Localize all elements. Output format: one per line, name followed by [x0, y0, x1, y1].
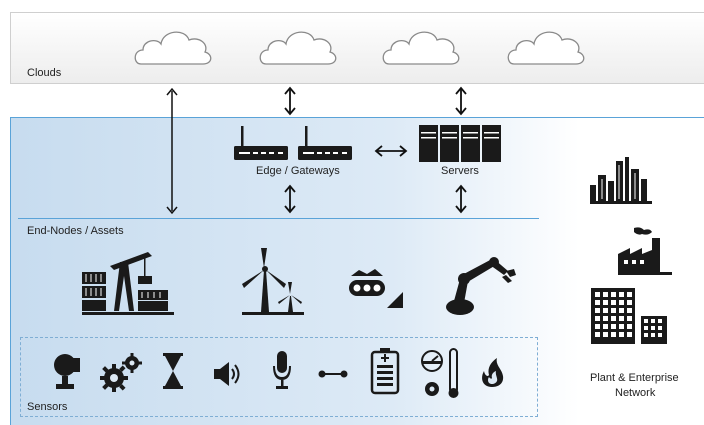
plant-enterprise-label: Plant & Enterprise	[590, 372, 679, 384]
factory-icon	[618, 227, 672, 275]
arrow-gateway-cloud	[284, 86, 296, 116]
gears-icon	[100, 353, 142, 392]
cloud-icon	[134, 31, 212, 65]
container-crane-icon	[82, 252, 174, 315]
arrow-gateway-assets	[284, 184, 296, 214]
conveyor-icon	[349, 269, 403, 308]
office-building-icon	[591, 288, 667, 344]
cloud-icon	[259, 31, 337, 65]
plant-network-label: Network	[615, 387, 656, 399]
arrow-gateway-server	[374, 145, 408, 157]
server-rack-icon	[419, 125, 501, 162]
gauge-thermometer-icon	[421, 348, 459, 398]
cloud-icon	[507, 31, 585, 65]
cloud-icon	[382, 31, 460, 65]
arrow-server-cloud	[455, 86, 467, 116]
battery-icon	[370, 348, 400, 395]
router-icon	[298, 126, 352, 160]
servers-label: Servers	[441, 165, 479, 177]
router-icon	[234, 126, 288, 160]
end-nodes-label: End-Nodes / Assets	[27, 225, 124, 237]
arrow-assets-cloud	[166, 87, 178, 215]
clouds-label: Clouds	[27, 67, 62, 79]
city-skyline-icon	[590, 157, 652, 204]
sensor-group-box	[20, 337, 538, 417]
arrow-server-assets	[455, 184, 467, 214]
divider-line	[18, 218, 539, 219]
microphone-icon	[273, 351, 291, 389]
speaker-icon	[214, 362, 240, 386]
flame-icon	[482, 358, 504, 387]
wind-turbine-icon	[242, 248, 304, 315]
robot-arm-icon	[446, 257, 516, 315]
hourglass-icon	[163, 353, 183, 389]
camera-icon	[54, 354, 80, 389]
sensors-label: Sensors	[27, 401, 68, 413]
connector-icon	[318, 370, 348, 378]
clouds-band	[10, 12, 704, 84]
edge-gateways-label: Edge / Gateways	[256, 165, 340, 177]
